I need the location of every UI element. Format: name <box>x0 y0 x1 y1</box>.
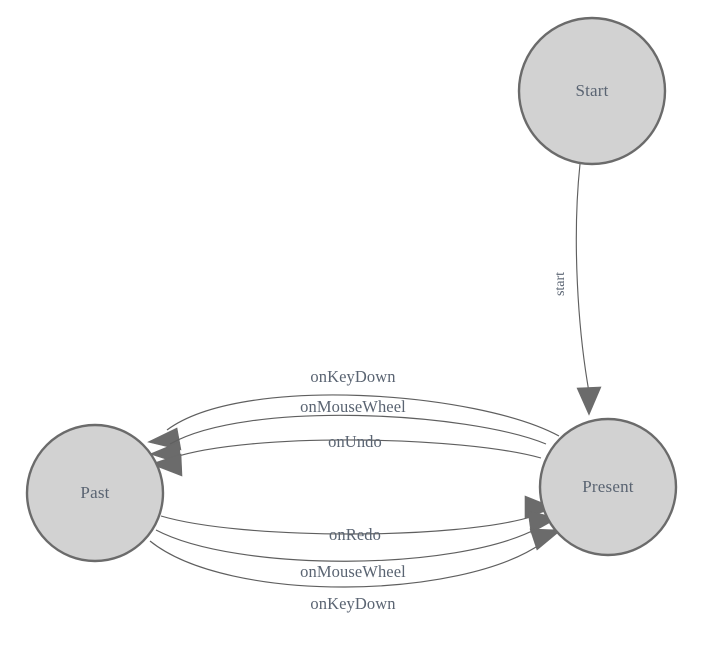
edge-start-arrowhead <box>576 386 602 416</box>
edge-mousewheel-lower-label: onMouseWheel <box>300 562 406 581</box>
node-past-circle <box>25 423 165 563</box>
edge-keydown-upper-label: onKeyDown <box>310 367 395 386</box>
node-present-circle <box>538 417 678 557</box>
edge-undo-label: onUndo <box>328 432 382 451</box>
edge-keydown-upper-path <box>166 394 560 437</box>
edge-mousewheel-upper-path <box>169 414 547 445</box>
node-present[interactable]: Present <box>538 417 678 557</box>
edge-start[interactable]: start <box>553 163 602 416</box>
edge-start-label: start <box>553 272 568 296</box>
edge-keydown-lower-label: onKeyDown <box>310 594 395 613</box>
edge-mousewheel-lower-path <box>155 527 539 562</box>
edge-redo-path <box>160 515 535 535</box>
node-past[interactable]: Past <box>25 423 165 563</box>
edge-redo-label: onRedo <box>329 525 381 544</box>
edge-start-path <box>575 163 590 393</box>
node-present-label: Present <box>582 477 634 496</box>
edge-mousewheel-lower[interactable]: onMouseWheel <box>155 510 559 581</box>
node-start-circle <box>517 16 667 166</box>
edge-keydown-lower-arrowhead <box>529 528 562 551</box>
edge-undo-arrowhead <box>150 453 183 477</box>
edge-undo-path <box>171 439 542 459</box>
edge-undo[interactable]: onUndo <box>150 432 542 477</box>
node-start-label: Start <box>575 81 608 100</box>
edge-keydown-lower-path <box>149 540 543 588</box>
node-start[interactable]: Start <box>517 16 667 166</box>
node-past-label: Past <box>80 483 109 502</box>
edge-redo[interactable]: onRedo <box>160 495 556 544</box>
edge-mousewheel-upper[interactable]: onMouseWheel <box>149 397 547 465</box>
edge-mousewheel-upper-label: onMouseWheel <box>300 397 406 416</box>
edge-keydown-lower[interactable]: onKeyDown <box>149 528 562 613</box>
